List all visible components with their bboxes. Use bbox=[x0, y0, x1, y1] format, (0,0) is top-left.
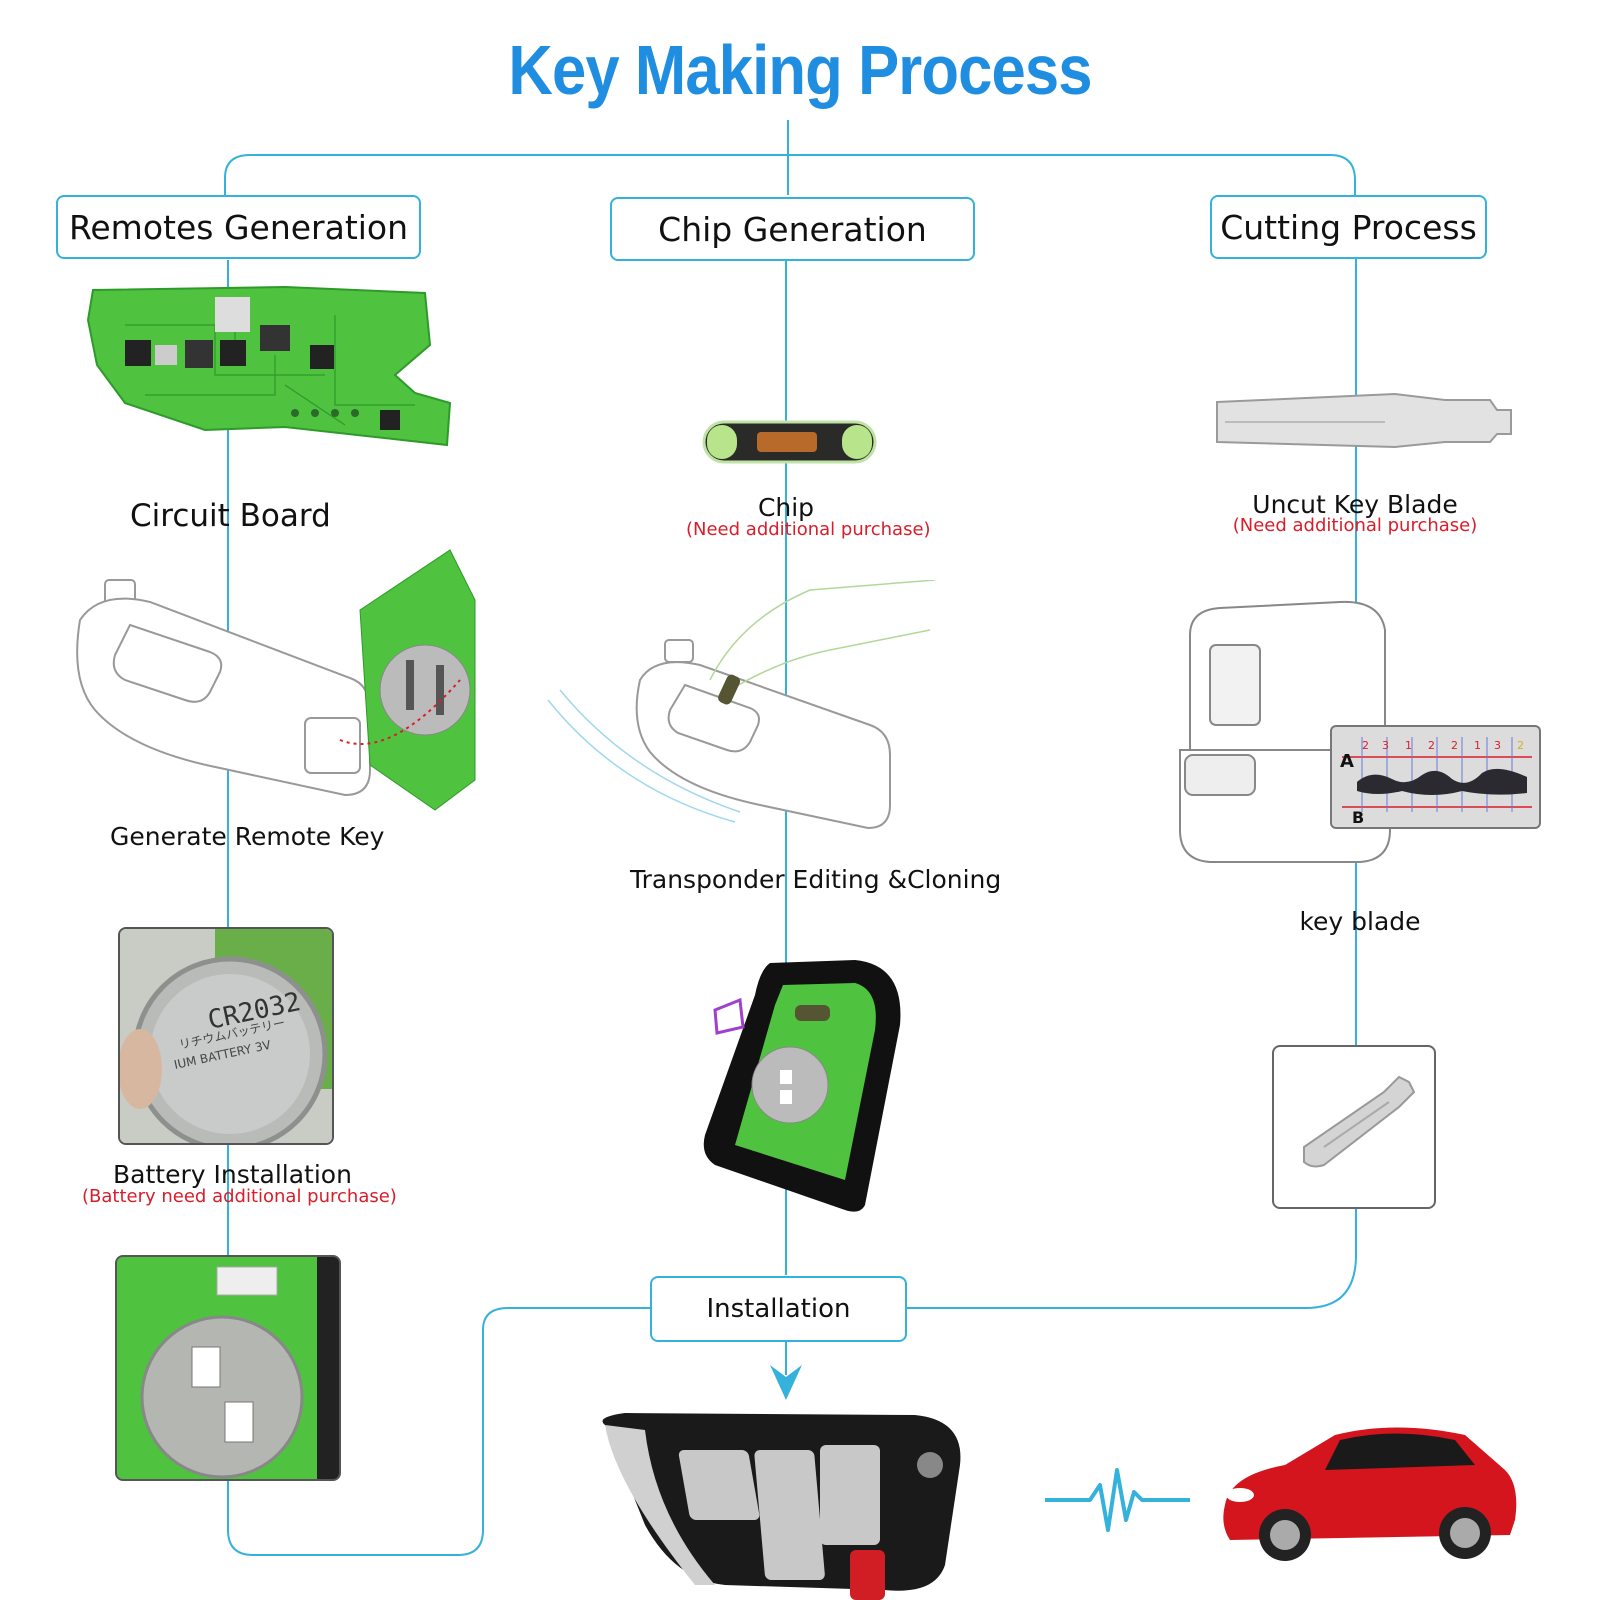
battery-purchase-note: (Battery need additional purchase) bbox=[82, 1186, 397, 1207]
header-cutting-process: Cutting Process bbox=[1210, 195, 1487, 259]
profile-point-b: B bbox=[1352, 808, 1364, 827]
arrow-down-icon bbox=[770, 1365, 802, 1400]
remote-programmer-image bbox=[76, 549, 476, 811]
profile-digit-8: 2 bbox=[1517, 739, 1524, 752]
cutting-machine-image bbox=[1179, 600, 1391, 863]
battery-photo: CR2032 リチウムバッテリー IUM BATTERY 3V bbox=[118, 927, 334, 1145]
step-uncut-key-blade: Uncut Key Blade bbox=[1252, 490, 1458, 519]
chip-purchase-note: (Need additional purchase) bbox=[686, 519, 931, 540]
step-key-blade: key blade bbox=[1299, 907, 1421, 936]
step-installation: Installation bbox=[650, 1276, 907, 1342]
installed-board-photo bbox=[115, 1255, 341, 1481]
header-chip-generation: Chip Generation bbox=[610, 197, 975, 261]
wireless-arcs-icon bbox=[547, 689, 741, 823]
profile-digit-5: 2 bbox=[1451, 739, 1458, 752]
profile-digit-1: 2 bbox=[1362, 739, 1369, 752]
profile-digit-3: 1 bbox=[1405, 739, 1412, 752]
transponder-editing-image bbox=[635, 580, 936, 830]
remote-shell-image bbox=[703, 960, 901, 1212]
circuit-board-image bbox=[86, 285, 452, 447]
step-generate-remote-key: Generate Remote Key bbox=[110, 822, 385, 851]
finished-remote-key-image bbox=[602, 1413, 961, 1600]
step-transponder-editing: Transponder Editing &Cloning bbox=[630, 865, 1002, 894]
connector-top-branch bbox=[224, 154, 1356, 195]
profile-point-a: A bbox=[1340, 751, 1354, 772]
profile-digit-7: 3 bbox=[1494, 739, 1501, 752]
profile-digit-2: 3 bbox=[1382, 739, 1389, 752]
page-title: Key Making Process bbox=[508, 31, 1092, 109]
header-remotes-generation: Remotes Generation bbox=[56, 195, 421, 259]
profile-digit-4: 2 bbox=[1428, 739, 1435, 752]
cut-key-blade-photo bbox=[1272, 1045, 1436, 1209]
step-battery-installation: Battery Installation bbox=[113, 1160, 352, 1189]
step-circuit-board: Circuit Board bbox=[130, 498, 331, 534]
signal-wave-icon bbox=[1045, 1468, 1190, 1532]
transponder-chip-image bbox=[702, 420, 877, 464]
uncut-key-blade-image bbox=[1216, 392, 1512, 449]
uncut-blade-purchase-note: (Need additional purchase) bbox=[1232, 515, 1478, 536]
step-chip: Chip bbox=[757, 493, 815, 522]
connector-remotes bbox=[227, 260, 650, 1556]
key-profile-readout: 2 3 1 2 2 1 3 2 A B bbox=[1330, 725, 1541, 829]
profile-digit-6: 1 bbox=[1474, 739, 1481, 752]
red-car-image bbox=[1223, 1427, 1517, 1561]
